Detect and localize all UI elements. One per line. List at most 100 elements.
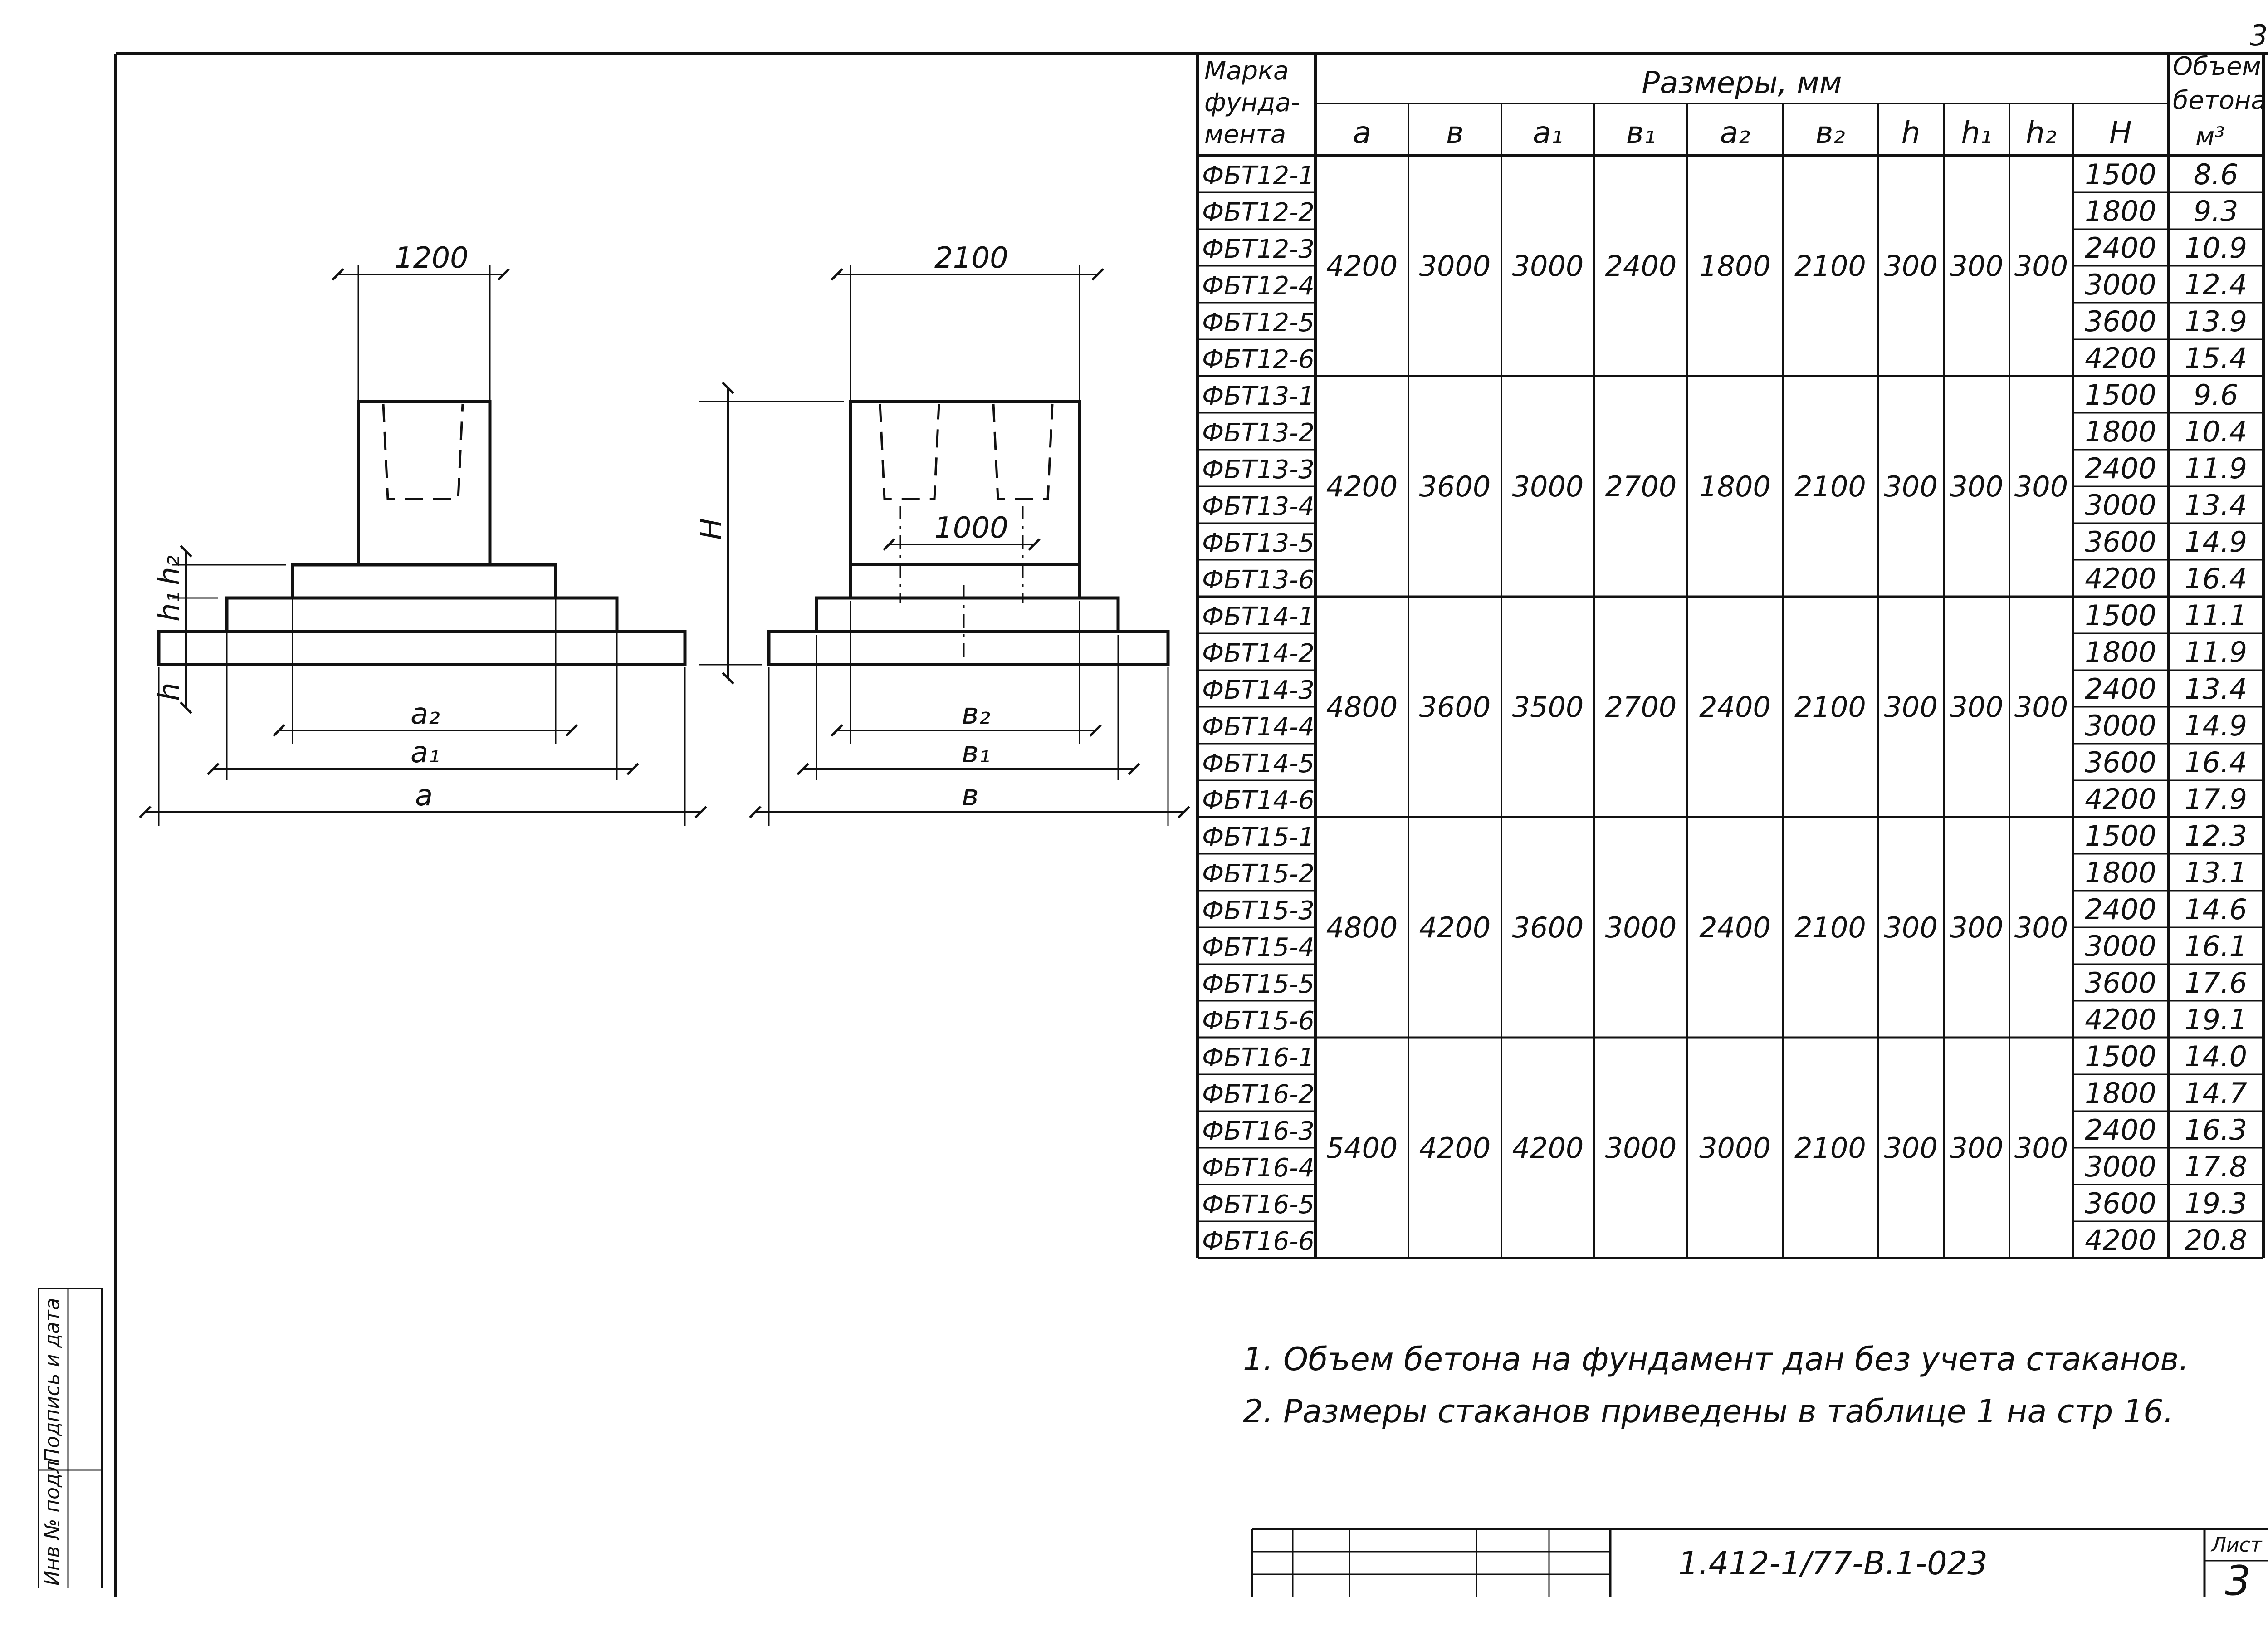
cell-dim-2-7: 300	[1950, 691, 2003, 724]
cell-H: 2400	[2085, 893, 2156, 926]
header-mark-1: Марка	[1204, 56, 1289, 86]
cell-volume: 8.6	[2194, 158, 2239, 191]
cell-mark: ФБТ16-4	[1202, 1153, 1315, 1183]
cell-H: 3000	[2085, 709, 2156, 742]
cell-volume: 11.9	[2185, 636, 2247, 669]
cell-volume: 14.7	[2185, 1077, 2247, 1110]
cell-volume: 19.1	[2185, 1003, 2247, 1036]
header-dimensions: Размеры, мм	[1642, 65, 1842, 100]
cell-H: 2400	[2085, 231, 2156, 265]
label-a: a	[415, 779, 433, 813]
cell-mark: ФБТ15-2	[1202, 859, 1315, 889]
cell-dim-0-5: 2100	[1794, 250, 1866, 283]
cell-mark: ФБТ16-5	[1202, 1190, 1315, 1220]
cell-mark: ФБТ14-1	[1202, 602, 1315, 632]
label-a1: a₁	[411, 736, 440, 769]
cell-H: 3000	[2085, 1150, 2156, 1183]
cell-dim-0-3: 2400	[1605, 250, 1677, 283]
cell-mark: ФБТ13-4	[1202, 492, 1315, 521]
cell-mark: ФБТ14-3	[1202, 676, 1315, 705]
sheet-number: 3	[2225, 1557, 2251, 1605]
cell-H: 2400	[2085, 452, 2156, 485]
cell-volume: 16.4	[2185, 746, 2247, 779]
cell-dim-2-2: 3500	[1512, 691, 1584, 724]
cell-mark: ФБТ15-5	[1202, 970, 1315, 999]
label-a2: a₂	[411, 697, 440, 731]
cell-dim-4-0: 5400	[1326, 1132, 1398, 1165]
cell-dim-2-6: 300	[1884, 691, 1937, 724]
cell-dim-4-2: 4200	[1512, 1132, 1584, 1165]
cell-dim-1-4: 1800	[1699, 470, 1771, 503]
cell-dim-2-3: 2700	[1605, 691, 1677, 724]
cell-mark: ФБТ12-1	[1202, 161, 1315, 191]
sheet-frame	[114, 52, 2268, 1597]
cell-mark: ФБТ14-2	[1202, 639, 1315, 668]
cell-dim-1-5: 2100	[1794, 470, 1866, 503]
stamp-inventory-number: Инв № подл	[41, 1460, 64, 1586]
cell-H: 2400	[2085, 1113, 2156, 1146]
label-b: в	[962, 779, 979, 813]
cell-volume: 17.6	[2185, 966, 2247, 999]
cell-mark: ФБТ12-2	[1202, 198, 1315, 227]
cell-dim-2-0: 4800	[1326, 691, 1398, 724]
cell-volume: 10.4	[2185, 415, 2247, 448]
cell-volume: 11.1	[2185, 599, 2247, 632]
cell-H: 4200	[2085, 1224, 2156, 1257]
cell-volume: 16.4	[2185, 562, 2247, 595]
cell-dim-1-0: 4200	[1326, 470, 1398, 503]
cell-mark: ФБТ12-6	[1202, 345, 1315, 374]
header-volume-3: м³	[2195, 122, 2225, 152]
foundation-section-b	[699, 265, 1190, 826]
header-col-2: a₁	[1533, 115, 1563, 150]
cell-mark: ФБТ14-5	[1202, 749, 1315, 779]
cell-dim-3-1: 4200	[1419, 911, 1491, 944]
sheet-label: Лист	[2210, 1533, 2263, 1557]
cell-volume: 14.9	[2185, 709, 2247, 742]
cell-mark: ФБТ16-3	[1202, 1117, 1315, 1146]
header-volume-2: бетона	[2173, 86, 2267, 115]
cell-dim-0-1: 3000	[1419, 250, 1491, 283]
cell-mark: ФБТ12-5	[1202, 308, 1315, 338]
cell-mark: ФБТ15-1	[1202, 823, 1315, 852]
cell-volume: 12.3	[2185, 819, 2247, 852]
cell-volume: 14.9	[2185, 525, 2247, 558]
cell-H: 3600	[2085, 966, 2156, 999]
cell-dim-3-4: 2400	[1699, 911, 1771, 944]
cell-volume: 11.9	[2185, 452, 2247, 485]
cell-H: 4200	[2085, 783, 2156, 816]
cell-volume: 14.6	[2185, 893, 2247, 926]
label-h1: h₁	[153, 592, 186, 622]
dimensions-table-grid	[1196, 54, 2265, 1259]
title-block	[1251, 1528, 2268, 1597]
cell-H: 1800	[2085, 856, 2156, 889]
cell-mark: ФБТ15-4	[1202, 933, 1315, 962]
cell-H: 3000	[2085, 489, 2156, 522]
cell-dim-1-3: 2700	[1605, 470, 1677, 503]
header-col-4: a₂	[1720, 115, 1750, 150]
dim-1000: 1000	[934, 511, 1008, 545]
drawing-code: 1.412-1/77-В.1-023	[1678, 1545, 1988, 1582]
header-col-1: в	[1446, 115, 1464, 150]
cell-mark: ФБТ16-2	[1202, 1080, 1315, 1109]
cell-dim-2-1: 3600	[1419, 691, 1491, 724]
cell-volume: 9.3	[2194, 195, 2239, 228]
cell-H: 1500	[2085, 599, 2156, 632]
cell-dim-4-4: 3000	[1699, 1132, 1771, 1165]
label-b2: в₂	[962, 697, 990, 731]
cell-volume: 17.8	[2185, 1150, 2247, 1183]
cell-dim-3-8: 300	[2014, 911, 2068, 944]
note-1: 1. Объем бетона на фундамент дан без уче…	[1243, 1341, 2189, 1378]
header-col-3: в₁	[1626, 115, 1656, 150]
cell-mark: ФБТ15-6	[1202, 1006, 1315, 1036]
header-col-8: h₂	[2026, 115, 2057, 150]
cell-volume: 15.4	[2185, 342, 2247, 375]
label-b1: в₁	[962, 736, 990, 769]
cell-volume: 9.6	[2194, 378, 2239, 411]
cell-dim-4-8: 300	[2014, 1132, 2068, 1165]
dim-2100: 2100	[934, 241, 1008, 275]
cell-volume: 16.3	[2185, 1113, 2247, 1146]
cell-dim-3-3: 3000	[1605, 911, 1677, 944]
cell-volume: 20.8	[2185, 1224, 2247, 1257]
